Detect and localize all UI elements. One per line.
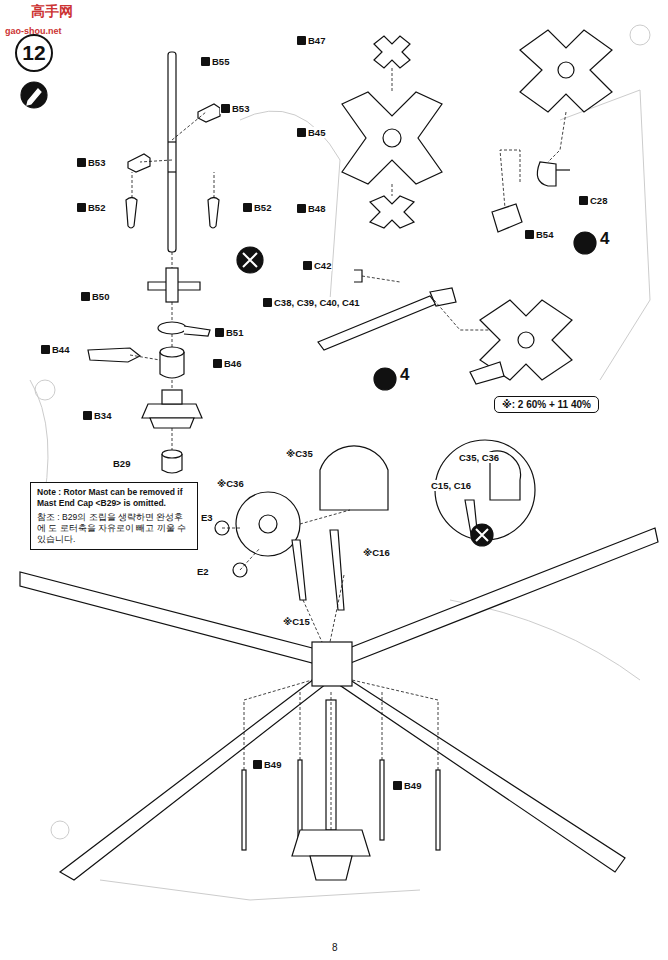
note-text: Note : Rotor Mast can be removed if Mast… bbox=[37, 487, 191, 509]
part-label: C28 bbox=[578, 195, 608, 206]
paint-mix-box: ※: 2 60% + 11 40% bbox=[494, 396, 599, 413]
part-label: C42 bbox=[302, 260, 332, 271]
part-label: B49 bbox=[392, 780, 422, 791]
part-label: B52 bbox=[242, 202, 272, 213]
note-box: Note : Rotor Mast can be removed if Mast… bbox=[30, 482, 198, 550]
part-label: B53 bbox=[76, 157, 106, 168]
part-label: B55 bbox=[200, 56, 230, 67]
part-label: 4 bbox=[399, 369, 410, 380]
note-text: ※: 2 60% + 11 40% bbox=[502, 399, 591, 410]
part-label: E2 bbox=[196, 566, 210, 577]
part-label: B45 bbox=[296, 127, 326, 138]
part-label: 4 bbox=[599, 233, 610, 244]
part-label: ※C16 bbox=[362, 547, 391, 558]
part-label: B44 bbox=[40, 344, 70, 355]
page-number: 8 bbox=[331, 942, 339, 953]
part-label: B47 bbox=[296, 35, 326, 46]
part-label: B50 bbox=[80, 291, 110, 302]
part-label: B52 bbox=[76, 202, 106, 213]
note-text: 참조 : B29의 조립을 생략하면 완성후에 도 로터축을 자유로이 빼고 끼… bbox=[37, 512, 191, 545]
part-label: ※C35 bbox=[285, 448, 314, 459]
watermark: 高手网 bbox=[30, 6, 74, 17]
part-label: B49 bbox=[252, 759, 282, 770]
part-label: C15, C16 bbox=[430, 480, 472, 491]
step-number: 12 bbox=[15, 34, 53, 72]
part-label: ※C15 bbox=[282, 616, 311, 627]
part-label: B48 bbox=[296, 203, 326, 214]
step-number: 12 bbox=[22, 41, 45, 65]
part-label: C35, C36 bbox=[458, 452, 500, 463]
part-label: B51 bbox=[214, 327, 244, 338]
part-label: B54 bbox=[524, 229, 554, 240]
part-label: B53 bbox=[220, 103, 250, 114]
part-label: ※C36 bbox=[216, 478, 245, 489]
part-label: B46 bbox=[212, 358, 242, 369]
part-label: B34 bbox=[82, 410, 112, 421]
part-label: E3 bbox=[200, 512, 214, 523]
part-label: B29 bbox=[112, 458, 131, 469]
part-label: C38, C39, C40, C41 bbox=[262, 297, 361, 308]
